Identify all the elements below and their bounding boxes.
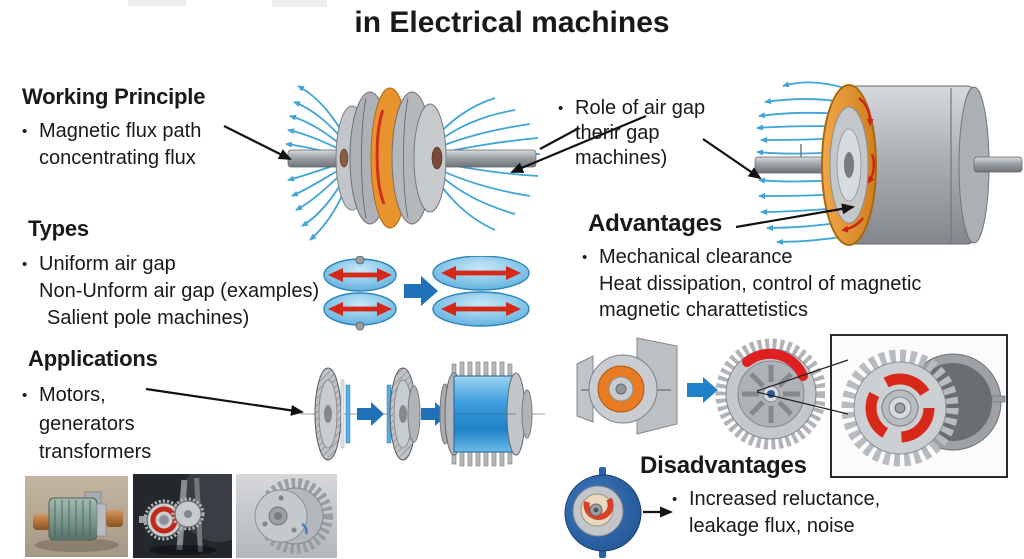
bullet-line: generators (39, 413, 135, 435)
top-edge-artifact (128, 0, 186, 6)
types-bullets: Uniform air gap Non-Unform air gap (exam… (22, 251, 319, 332)
bullet-line: leakage flux, noise (689, 515, 855, 537)
applications-bullets: Motors, generators transformers (22, 381, 151, 466)
arrow-applications-to-assembly (145, 387, 304, 416)
page-title: in Electrical machines (354, 6, 670, 39)
axial-flux-machine-figure (280, 58, 548, 253)
top-edge-artifact (272, 0, 327, 7)
bullet-line: Salient pole machines) (47, 307, 250, 329)
bullet-line: magnetic charattetistics (599, 299, 808, 321)
photo-gear-mechanism (133, 474, 232, 558)
bullet-line: Uniform air gap (22, 251, 319, 278)
air-gap-lens-figure (320, 255, 532, 334)
advantages-bullets: Mechanical clearance Heat dissipation, c… (582, 244, 921, 323)
working-principle-bullets: Magnetic flux path concentrating flux (22, 118, 201, 172)
disadvantages-heading: Disadvantages (640, 452, 807, 479)
disadvantages-bullets: Increased reluctance, leakage flux, nois… (672, 486, 880, 539)
copper-motor-photo-icon (33, 491, 123, 552)
rotor-detail-icon (832, 336, 1006, 476)
bullet-line: Motors, (22, 381, 151, 410)
role-of-air-gap-bullets: Role of air gap therir gap machines) (558, 96, 705, 171)
rotor-detail-inset (830, 334, 1008, 478)
bullet-line: Mechanical clearance (582, 244, 921, 271)
photo-copper-motor (25, 476, 128, 557)
small-air-gap-motor-figure (561, 466, 649, 559)
bullet-line: Role of air gap (558, 96, 705, 121)
bullet-line: transformers (39, 441, 152, 463)
small-air-gap-motor-icon (564, 467, 642, 558)
photo-finned-motor (236, 474, 337, 558)
motor-assembly-icon (300, 361, 545, 467)
working-principle-heading: Working Principle (22, 84, 206, 109)
bullet-line: machines) (575, 147, 668, 169)
bullet-line: concentrating flux (39, 147, 196, 169)
bullet-line: Increased reluctance, (672, 486, 880, 513)
bullet-line: therir gap (575, 122, 660, 144)
radial-flux-machine-icon (754, 81, 1023, 246)
bullet-line: Magnetic flux path (22, 118, 201, 145)
axial-flux-machine-icon (285, 85, 541, 241)
advantages-heading: Advantages (588, 210, 723, 237)
bullet-line: Heat dissipation, control of magnetic (599, 273, 922, 295)
air-gap-lens-icon (323, 255, 530, 331)
gear-mechanism-photo-icon (139, 474, 232, 555)
rotor-stator-exploded-icon (576, 337, 827, 450)
arrow-role-to-right-machine (702, 138, 762, 180)
radial-flux-machine-figure (753, 68, 1024, 263)
bullet-line: Non-Unform air gap (examples) (39, 280, 320, 302)
types-heading: Types (28, 216, 89, 241)
rotor-stator-exploded-figure (575, 332, 827, 468)
applications-heading: Applications (28, 346, 158, 371)
motor-assembly-figure (300, 358, 545, 472)
finned-motor-photo-icon (254, 478, 333, 554)
